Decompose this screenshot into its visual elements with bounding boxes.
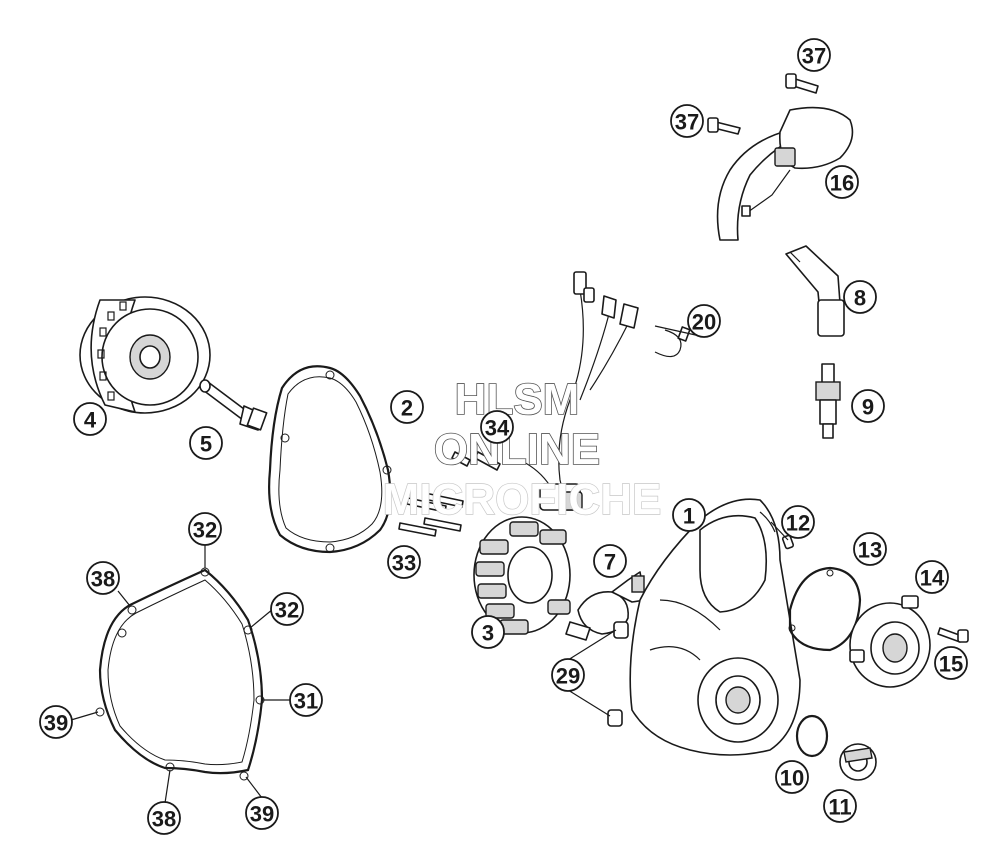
flywheel-bolt <box>199 379 268 431</box>
inspection-cap-cover <box>849 595 931 688</box>
watermark-line3: MICROFICHE <box>383 475 662 524</box>
leader-lines <box>70 521 789 804</box>
ignition-cover <box>629 498 801 756</box>
svg-text:20: 20 <box>692 310 716 335</box>
callout-29: 29 <box>551 658 585 692</box>
callout-16: 16 <box>825 165 859 199</box>
pickup-bracket <box>565 571 646 641</box>
svg-text:2: 2 <box>401 396 413 421</box>
svg-text:29: 29 <box>556 664 580 689</box>
callout-11: 11 <box>823 789 857 823</box>
callout-3: 3 <box>471 615 505 649</box>
svg-text:38: 38 <box>152 807 176 832</box>
spark-plug <box>815 363 841 439</box>
svg-text:31: 31 <box>294 689 318 714</box>
callout-38-left: 38 <box>86 561 120 595</box>
stator-screws <box>398 492 464 537</box>
stator-wiring-harness <box>519 271 639 511</box>
svg-text:37: 37 <box>675 110 699 135</box>
callout-10: 10 <box>775 760 809 794</box>
callout-38-bottom: 38 <box>147 801 181 835</box>
svg-text:34: 34 <box>485 416 510 441</box>
callout-33: 33 <box>387 545 421 579</box>
svg-text:9: 9 <box>862 395 874 420</box>
callout-1: 1 <box>672 498 706 532</box>
callout-9: 9 <box>851 389 885 423</box>
watermark-line1: HLSM <box>455 375 580 424</box>
svg-text:10: 10 <box>780 766 804 791</box>
callout-4: 4 <box>73 402 107 436</box>
callout-13: 13 <box>853 532 887 566</box>
callout-15: 15 <box>934 646 968 680</box>
callout-39-bottom: 39 <box>245 796 279 830</box>
svg-text:4: 4 <box>84 408 97 433</box>
dowel-pins <box>607 621 629 727</box>
callout-31: 31 <box>289 683 323 717</box>
svg-text:3: 3 <box>482 621 494 646</box>
svg-text:32: 32 <box>275 598 299 623</box>
svg-text:12: 12 <box>786 511 810 536</box>
flywheel-rotor <box>79 296 211 414</box>
callout-2: 2 <box>390 390 424 424</box>
svg-text:13: 13 <box>858 538 882 563</box>
svg-text:7: 7 <box>604 550 616 575</box>
svg-text:16: 16 <box>830 171 854 196</box>
watermark-line2: ONLINE <box>434 425 600 474</box>
svg-text:37: 37 <box>802 44 826 69</box>
svg-text:14: 14 <box>920 566 945 591</box>
callout-7: 7 <box>593 544 627 578</box>
cap-gasket <box>788 566 862 652</box>
callout-8: 8 <box>843 280 877 314</box>
callout-14: 14 <box>915 560 949 594</box>
ignition-coil <box>716 106 854 241</box>
svg-text:11: 11 <box>828 795 851 820</box>
svg-text:39: 39 <box>250 802 274 827</box>
callout-39-left: 39 <box>39 705 73 739</box>
screw-plug <box>839 743 877 781</box>
callout-20: 20 <box>687 304 721 338</box>
stator <box>473 516 571 635</box>
cable-tie <box>654 325 701 358</box>
svg-text:1: 1 <box>683 504 695 529</box>
callout-32-top: 32 <box>188 512 222 546</box>
ignition-cover-gasket-lower <box>95 567 265 781</box>
callout-5: 5 <box>189 426 223 460</box>
cap-screw <box>937 627 969 643</box>
coil-screws <box>707 73 819 135</box>
ignition-cover-gasket-upper <box>268 365 392 554</box>
svg-text:5: 5 <box>200 432 212 457</box>
svg-text:8: 8 <box>854 286 866 311</box>
hlsm-watermark: HLSM ONLINE MICROFICHE <box>382 374 662 525</box>
callout-32-right: 32 <box>270 592 304 626</box>
o-ring <box>795 714 829 758</box>
svg-text:38: 38 <box>91 567 115 592</box>
svg-text:15: 15 <box>939 652 963 677</box>
cover-dowel <box>781 534 795 550</box>
callout-34: 34 <box>480 410 514 444</box>
callout-12: 12 <box>781 505 815 539</box>
callout-37-left: 37 <box>670 104 704 138</box>
svg-text:39: 39 <box>44 711 68 736</box>
spark-plug-connector <box>785 245 845 337</box>
harness-screws <box>451 451 501 471</box>
svg-text:33: 33 <box>392 551 416 576</box>
callout-37-top: 37 <box>797 38 831 72</box>
svg-text:32: 32 <box>193 518 217 543</box>
